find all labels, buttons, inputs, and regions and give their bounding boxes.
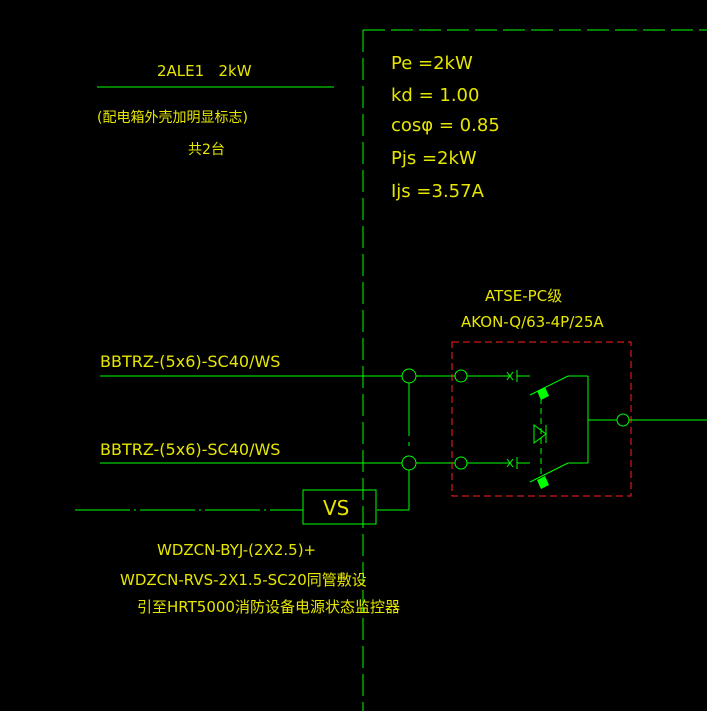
param-pjs: Pjs =2kW <box>391 148 477 169</box>
atse-model: AKON-Q/63-4P/25A <box>461 313 604 331</box>
param-pe: Pe =2kW <box>391 53 473 74</box>
vs-label: VS <box>323 496 349 520</box>
lower-actuator-mark <box>537 476 549 489</box>
panel-count: 共2台 <box>188 142 225 158</box>
monitor-cable-line3: 引至HRT5000消防设备电源状态监控器 <box>137 598 400 616</box>
param-kd: kd = 1.00 <box>391 85 479 106</box>
vs-box <box>302 489 377 525</box>
monitor-cable-line2: WDZCN-RVS-2X1.5-SC20同管敷设 <box>120 571 367 589</box>
monitor-cable-line1: WDZCN-BYJ-(2X2.5)+ <box>157 541 316 559</box>
upper-actuator-mark <box>537 387 549 400</box>
upper-contact-mark <box>506 370 530 382</box>
atse-switch-symbol <box>454 369 617 489</box>
lower-contact-mark <box>506 457 530 469</box>
lower-blade <box>529 462 569 483</box>
atse-enclosure <box>451 341 632 497</box>
panel-note: (配电箱外壳加明显标志) <box>97 109 248 126</box>
panel-name: 2ALE1 2kW <box>157 62 252 80</box>
param-cos: cosφ = 0.85 <box>391 115 500 136</box>
lower-feeder-label: BBTRZ-(5x6)-SC40/WS <box>100 440 280 459</box>
atse-type: ATSE-PC级 <box>485 287 562 305</box>
interlock-diode <box>533 424 547 444</box>
upper-feeder-label: BBTRZ-(5x6)-SC40/WS <box>100 352 280 371</box>
upper-blade <box>529 375 569 396</box>
param-ijs: Ijs =3.57A <box>391 181 485 202</box>
